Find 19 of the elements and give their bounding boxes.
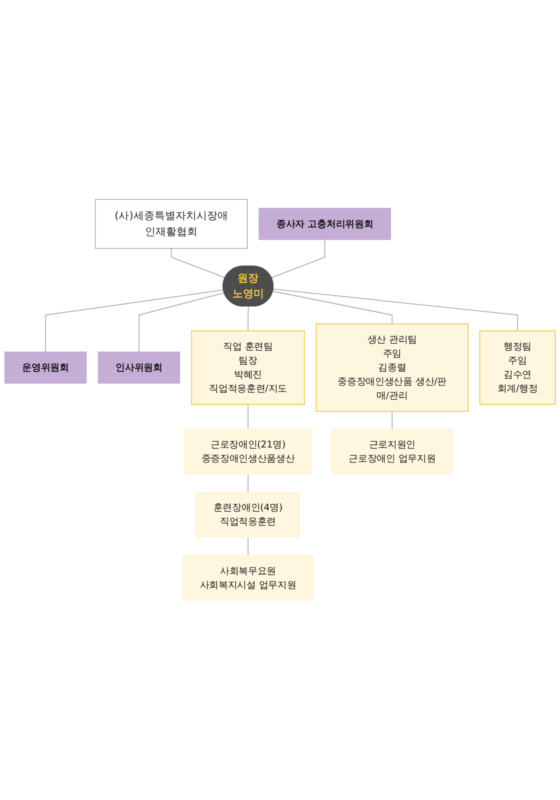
node-box: 인사위원회 — [98, 352, 180, 384]
node-box: 운영위원회 — [4, 352, 87, 384]
node-box: 근로지원인 근로장애인 업무지원 — [330, 428, 454, 475]
connector — [170, 248, 226, 278]
node-box: 사회복무요원 사회복지시설 업무지원 — [182, 554, 314, 601]
connector — [248, 306, 249, 332]
node-box: 생산 관리팀 주임 김종렬 중증장애인생산품 생산/판매/관리 — [316, 323, 469, 412]
connector — [271, 239, 326, 278]
connector — [138, 292, 225, 352]
connector — [272, 290, 393, 324]
node-box: (사)세종특별자치시장애인재활협회 — [95, 199, 248, 249]
node-box: 행정팀 주임 김수연 회계/행정 — [479, 330, 556, 405]
connector — [392, 410, 393, 430]
node-box: 훈련장애인(4명) 직업적응훈련 — [196, 492, 301, 538]
connector — [45, 290, 224, 352]
connector — [272, 288, 518, 332]
node-box: 근로장애인(21명) 중증장애인생산품생산 — [184, 428, 313, 475]
node-box: 종사자 고충처리위원회 — [258, 208, 391, 240]
node-box: 직업 훈련팀 팀장 박혜진 직업적응훈련/지도 — [190, 330, 306, 405]
